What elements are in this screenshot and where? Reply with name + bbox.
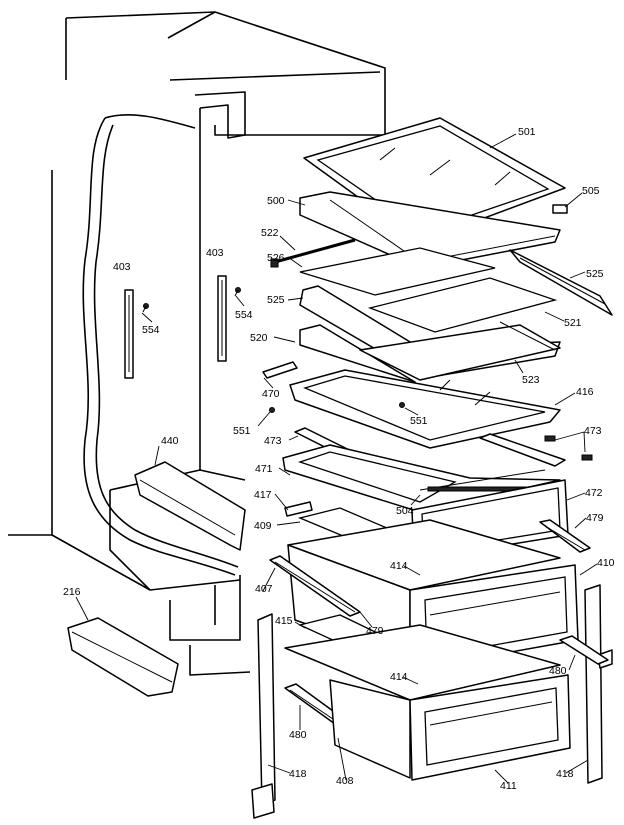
door-bin-440 bbox=[134, 461, 246, 551]
label-525-left: 525 bbox=[267, 294, 285, 306]
door-bin-216 bbox=[67, 617, 179, 697]
label-418-right: 418 bbox=[556, 768, 574, 780]
label-521: 521 bbox=[564, 317, 582, 329]
callout-labels: 501 505 500 522 526 525 525 521 403 403 … bbox=[63, 126, 615, 792]
glass-panel-526 bbox=[299, 247, 496, 296]
label-472: 472 bbox=[585, 487, 603, 499]
rail-473-right bbox=[479, 433, 593, 467]
shelf-rail-left bbox=[124, 289, 149, 379]
leader-lines bbox=[75, 133, 598, 784]
label-480-left: 480 bbox=[289, 729, 307, 741]
slide-480-right bbox=[559, 635, 609, 665]
label-479-right: 479 bbox=[586, 512, 604, 524]
label-470: 470 bbox=[262, 388, 280, 400]
label-526: 526 bbox=[267, 252, 285, 264]
label-414-upper: 414 bbox=[390, 560, 408, 572]
label-417: 417 bbox=[254, 489, 272, 501]
glass-panel-521 bbox=[367, 277, 558, 333]
bracket-470 bbox=[262, 361, 298, 379]
screw-551-left bbox=[269, 407, 275, 413]
slide-525-right bbox=[509, 249, 613, 316]
label-216: 216 bbox=[63, 586, 81, 598]
label-501: 501 bbox=[518, 126, 536, 138]
label-500: 500 bbox=[267, 195, 285, 207]
label-409: 409 bbox=[254, 520, 272, 532]
label-414-lower: 414 bbox=[390, 671, 408, 683]
label-440: 440 bbox=[161, 435, 179, 447]
slide-479-right bbox=[539, 519, 591, 553]
label-551-left: 551 bbox=[233, 425, 251, 437]
label-410: 410 bbox=[597, 557, 615, 569]
door-gasket bbox=[82, 113, 239, 576]
shelf-rail-right bbox=[217, 275, 241, 362]
label-525-right: 525 bbox=[586, 268, 604, 280]
side-support-left bbox=[251, 613, 276, 819]
label-520: 520 bbox=[250, 332, 268, 344]
glass-shelf-416 bbox=[289, 369, 561, 449]
clip-505 bbox=[552, 204, 568, 214]
label-416: 416 bbox=[576, 386, 594, 398]
side-support-right bbox=[584, 584, 613, 784]
screw-551-right bbox=[399, 402, 405, 408]
label-523: 523 bbox=[522, 374, 540, 386]
label-407: 407 bbox=[255, 583, 273, 595]
glass-shelf-501 bbox=[303, 117, 566, 243]
label-403-right: 403 bbox=[206, 247, 224, 259]
label-504: 504 bbox=[396, 505, 414, 517]
label-403-left: 403 bbox=[113, 261, 131, 273]
label-551-right: 551 bbox=[410, 415, 428, 427]
label-411: 411 bbox=[500, 780, 517, 792]
label-473-left: 473 bbox=[264, 435, 282, 447]
label-408: 408 bbox=[336, 775, 354, 787]
rod-522 bbox=[270, 238, 356, 268]
label-480-right: 480 bbox=[549, 665, 567, 677]
label-554-right: 554 bbox=[235, 309, 253, 321]
label-505: 505 bbox=[582, 185, 600, 197]
crisper-drawer-lower bbox=[284, 624, 571, 781]
label-522: 522 bbox=[261, 227, 279, 239]
label-554-left: 554 bbox=[142, 324, 160, 336]
label-471: 471 bbox=[255, 463, 273, 475]
label-473-right: 473 bbox=[584, 425, 602, 437]
label-415: 415 bbox=[275, 615, 293, 627]
shelf-assembly-520 bbox=[299, 285, 561, 383]
label-479-left: 479 bbox=[366, 625, 384, 637]
rail-417 bbox=[284, 501, 313, 517]
label-418-left: 418 bbox=[289, 768, 307, 780]
